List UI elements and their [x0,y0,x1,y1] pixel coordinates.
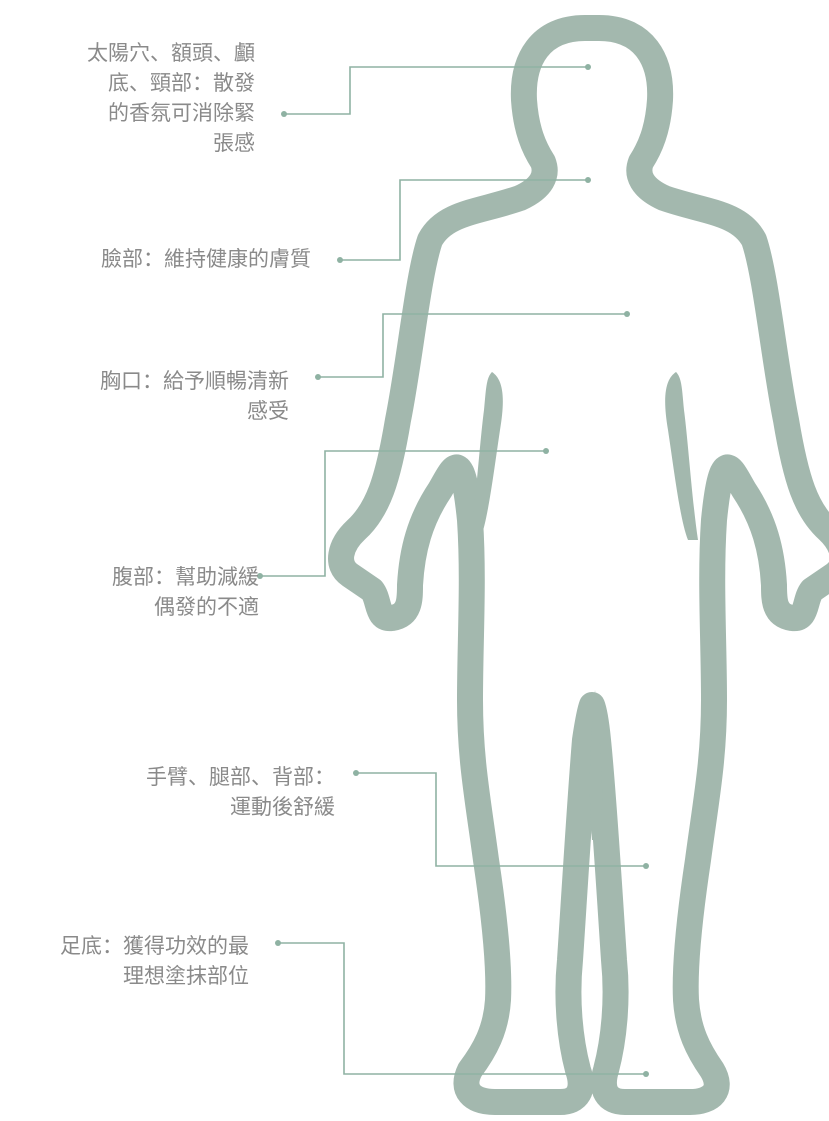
label-line: 的香氛可消除緊 [87,98,255,128]
label-soles: 足底：獲得功效的最 理想塗抹部位 [60,931,249,991]
label-line: 胸口：給予順暢清新 [100,366,289,396]
body-outline [341,28,829,1102]
label-line: 足底：獲得功效的最 [60,931,249,961]
dot-face-start [337,257,343,263]
connector-chest [318,314,627,377]
label-line: 張感 [87,128,255,158]
label-line: 太陽穴、額頭、顱 [87,38,255,68]
connector-temple [284,67,588,114]
label-line: 臉部：維持健康的膚質 [101,244,311,274]
right-arm-gap [665,372,698,540]
label-face: 臉部：維持健康的膚質 [101,244,311,274]
dot-chest-end [624,311,630,317]
label-line: 底、頸部：散發 [87,68,255,98]
dot-face-end [585,177,591,183]
dot-abdomen-end [543,448,549,454]
dot-soles-end [643,1071,649,1077]
label-line: 運動後舒緩 [146,792,335,822]
label-abdomen: 腹部：幫助減緩 偶發的不適 [112,562,259,622]
dot-limbs-end [643,863,649,869]
label-chest: 胸口：給予順暢清新 感受 [100,366,289,426]
label-arms-legs-back: 手臂、腿部、背部： 運動後舒緩 [146,762,335,822]
label-line: 理想塗抹部位 [60,961,249,991]
dot-temple-start [281,111,287,117]
dot-limbs-start [353,770,359,776]
label-line: 腹部：幫助減緩 [112,562,259,592]
label-temple-forehead-neck: 太陽穴、額頭、顱 底、頸部：散發 的香氛可消除緊 張感 [87,38,255,158]
label-line: 偶發的不適 [112,592,259,622]
dot-temple-end [585,64,591,70]
left-arm-gap [470,372,503,540]
label-line: 手臂、腿部、背部： [146,762,335,792]
dot-soles-start [275,940,281,946]
dot-chest-start [315,374,321,380]
label-line: 感受 [100,396,289,426]
connector-soles [278,943,646,1074]
